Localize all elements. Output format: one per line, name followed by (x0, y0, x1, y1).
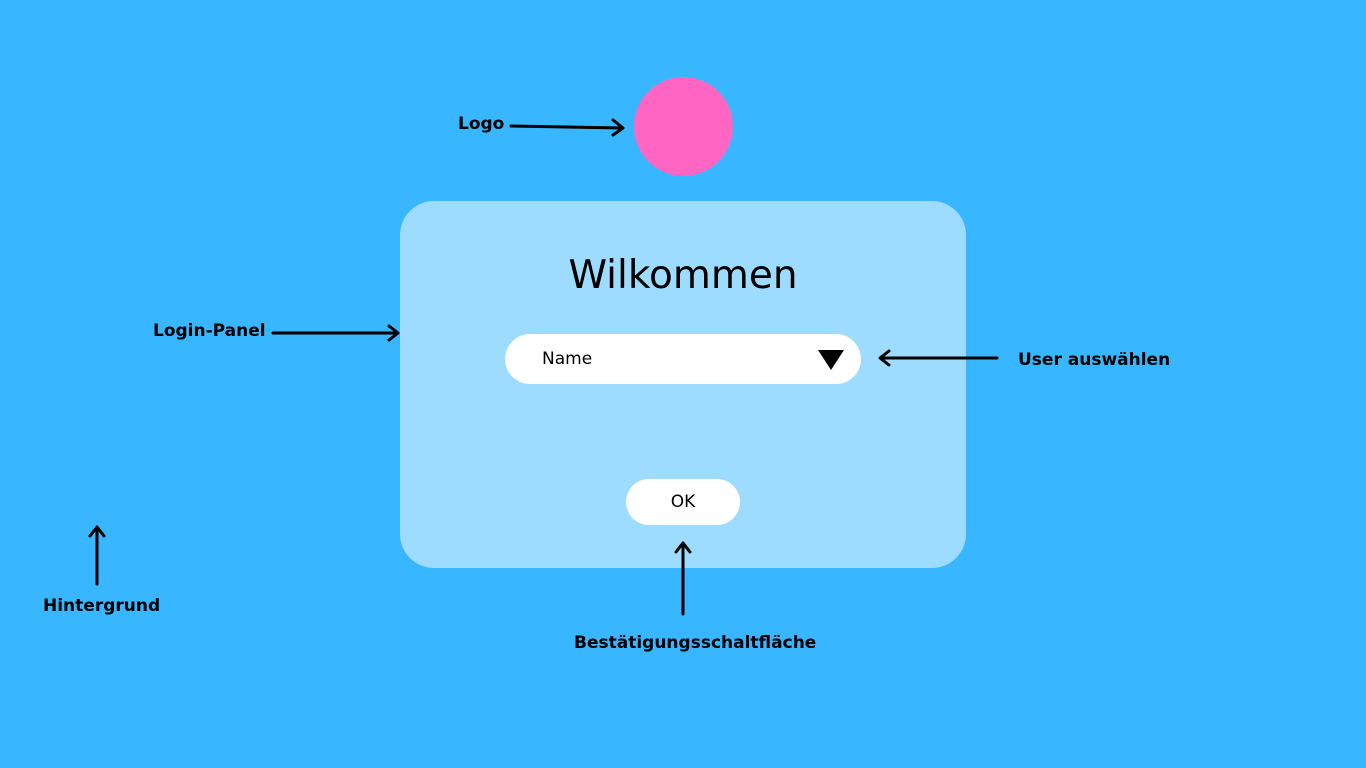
logo (634, 77, 733, 176)
annotation-user-select: User auswählen (1018, 350, 1171, 370)
welcome-title: Wilkommen (568, 253, 798, 298)
user-select-value: Name (542, 349, 593, 369)
annotation-login-panel: Login-Panel (153, 321, 266, 341)
arrow-to-logo (509, 118, 625, 137)
login-panel: Wilkommen Name OK (400, 201, 966, 568)
annotation-logo: Logo (458, 114, 505, 134)
annotation-confirm-button: Bestätigungsschaltfläche (574, 633, 817, 653)
arrow-background (88, 525, 106, 586)
annotation-background: Hintergrund (43, 596, 161, 616)
ok-button[interactable]: OK (626, 479, 740, 525)
arrow-to-login-panel (271, 324, 400, 342)
user-select[interactable]: Name (505, 334, 861, 384)
triangle-down-icon (818, 350, 844, 370)
